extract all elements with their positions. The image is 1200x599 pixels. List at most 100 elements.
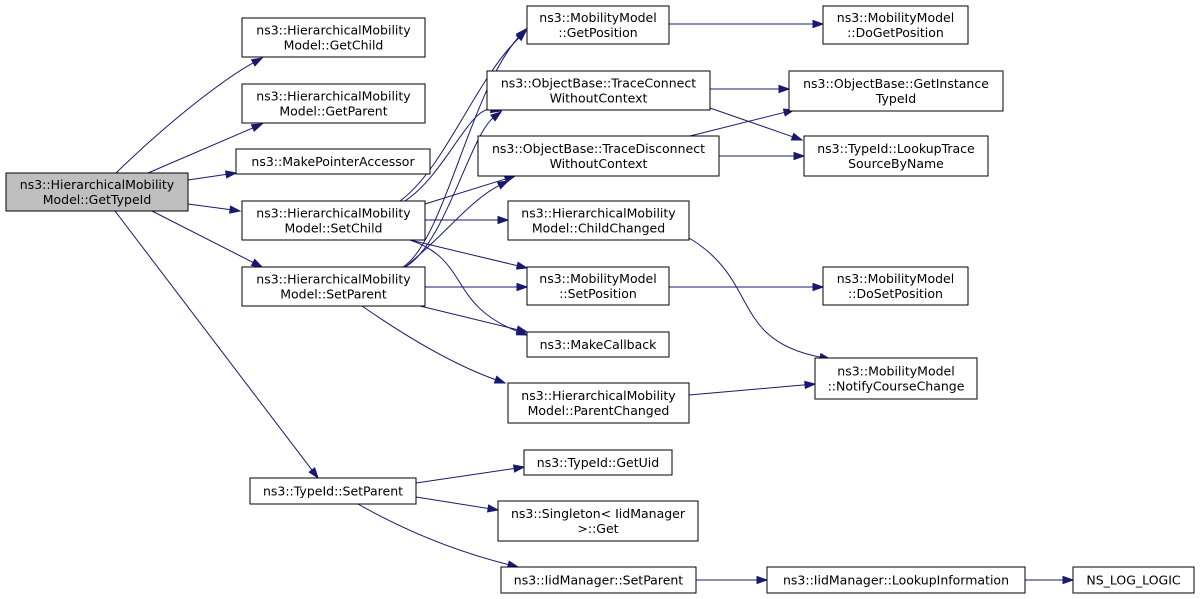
node-box — [822, 5, 969, 45]
graph-node[interactable]: ns3::MobilityModel::DoGetPosition — [822, 5, 969, 45]
graph-node[interactable]: ns3::ObjectBase::TraceConnectWithoutCont… — [486, 70, 711, 111]
edge-n7-to-n17 — [669, 19, 825, 29]
node-label: SourceByName — [848, 156, 944, 171]
node-label: ::DoGetPosition — [847, 25, 944, 40]
node-box — [788, 70, 1004, 112]
edge-n8-to-n18 — [710, 84, 791, 94]
edge-arrowhead — [490, 111, 503, 122]
edge-arrowhead — [250, 123, 264, 133]
node-box — [507, 382, 690, 424]
node-box — [5, 172, 189, 212]
node-label: ns3::IidManager::LookupInformation — [783, 573, 1009, 588]
edge-n9-to-n19 — [719, 151, 806, 161]
edge-n0-to-n5 — [151, 210, 264, 268]
graph-node[interactable]: ns3::MakeCallback — [526, 331, 670, 358]
node-label: Model::GetTypeId — [43, 192, 152, 207]
node-label: ns3::MakeCallback — [540, 337, 658, 352]
node-label: Model::GetParent — [279, 104, 387, 119]
node-label: Model::SetParent — [280, 287, 387, 302]
edge-arrowhead — [790, 132, 804, 141]
edge-arrowhead — [229, 205, 242, 214]
edge-line — [415, 467, 516, 484]
graph-node[interactable]: ns3::MobilityModel::NotifyCourseChange — [814, 357, 978, 400]
node-label: ns3::MobilityModel — [539, 271, 656, 286]
node-box — [803, 135, 989, 177]
node-box — [526, 331, 670, 358]
node-label: ns3::TypeId::GetUid — [537, 455, 659, 470]
edge-n10-to-n21 — [688, 237, 832, 362]
edge-arrowhead — [308, 467, 319, 480]
node-box — [523, 449, 673, 476]
graph-node[interactable]: ns3::TypeId::SetParent — [249, 477, 417, 505]
edge-arrowhead — [812, 282, 825, 292]
node-label: NS_LOG_LOGIC — [1086, 573, 1181, 588]
edge-n0-to-n3 — [187, 170, 238, 181]
graph-node[interactable]: ns3::ObjectBase::TraceDisconnectWithoutC… — [477, 135, 720, 177]
edge-n0-to-n6 — [114, 210, 319, 480]
node-box — [235, 148, 431, 175]
graph-node[interactable]: ns3::MobilityModel::DoSetPosition — [822, 266, 969, 306]
node-box — [241, 83, 426, 124]
graph-node[interactable]: ns3::Singleton< IidManager >::Get — [497, 500, 699, 542]
edge-arrowhead — [497, 215, 510, 225]
node-label: ns3::ObjectBase::GetInstance — [803, 76, 989, 91]
edge-line — [151, 210, 255, 264]
graph-node[interactable]: ns3::HierarchicalMobilityModel::GetParen… — [241, 83, 426, 124]
node-label: ns3::IidManager::SetParent — [514, 573, 684, 588]
node-label: WithoutContext — [550, 156, 648, 171]
graph-node[interactable]: ns3::IidManager::LookupInformation — [766, 566, 1026, 594]
graph-node[interactable]: ns3::HierarchicalMobilityModel::ChildCha… — [507, 200, 690, 241]
graph-node[interactable]: NS_LOG_LOGIC — [1072, 566, 1195, 594]
edge-line — [409, 239, 519, 267]
root-node[interactable]: ns3::HierarchicalMobilityModel::GetTypeI… — [5, 172, 189, 212]
node-box — [507, 200, 690, 241]
node-box — [497, 500, 699, 542]
edge-arrowhead — [493, 375, 507, 384]
node-box — [814, 357, 978, 400]
node-label: ns3::MakePointerAccessor — [251, 154, 415, 169]
edge-arrowhead — [515, 261, 529, 270]
node-label: ns3::MobilityModel — [837, 271, 954, 286]
node-box — [249, 477, 417, 505]
edge-line — [357, 503, 510, 566]
node-box — [526, 266, 670, 306]
node-label: ns3::TypeId::LookupTrace — [817, 141, 975, 156]
node-label: ns3::HierarchicalMobility — [521, 388, 676, 403]
node-label: Model::ChildChanged — [532, 221, 665, 236]
node-box — [822, 266, 969, 306]
node-label: ns3::ObjectBase::TraceDisconnect — [492, 141, 705, 156]
graph-node[interactable]: ns3::IidManager::SetParent — [500, 566, 697, 594]
node-box — [241, 200, 426, 241]
edge-arrowhead — [225, 170, 238, 179]
edge-n22-to-n23 — [1025, 575, 1075, 585]
edge-n8-to-n19 — [709, 107, 804, 141]
graph-node[interactable]: ns3::MakePointerAccessor — [235, 148, 431, 175]
edge-n5-to-n7 — [402, 27, 528, 268]
edge-line — [409, 239, 519, 333]
node-label: WithoutContext — [550, 91, 648, 106]
edge-n5-to-n12 — [419, 305, 529, 334]
edge-arrowhead — [515, 325, 529, 334]
node-box — [1072, 566, 1195, 594]
node-label: ns3::HierarchicalMobility — [256, 206, 411, 221]
graph-node[interactable]: ns3::HierarchicalMobilityModel::SetParen… — [241, 266, 426, 307]
edge-line — [688, 237, 822, 358]
graph-node[interactable]: ns3::HierarchicalMobilityModel::ParentCh… — [507, 382, 690, 424]
graph-node[interactable]: ns3::MobilityModel::SetPosition — [526, 266, 670, 306]
edge-line — [399, 36, 520, 202]
edge-arrowhead — [250, 57, 264, 67]
edge-line — [361, 305, 497, 381]
graph-node[interactable]: ns3::MobilityModel::GetPosition — [526, 5, 670, 45]
edge-n5-to-n11 — [425, 282, 529, 292]
graph-node[interactable]: ns3::TypeId::GetUid — [523, 449, 673, 476]
node-label: ns3::MobilityModel — [837, 10, 954, 25]
edge-arrowhead — [812, 19, 825, 29]
node-label: ns3::TypeId::SetParent — [263, 484, 403, 499]
node-label: ::SetPosition — [559, 286, 637, 301]
edge-arrowhead — [516, 282, 529, 292]
edge-line — [187, 173, 228, 181]
